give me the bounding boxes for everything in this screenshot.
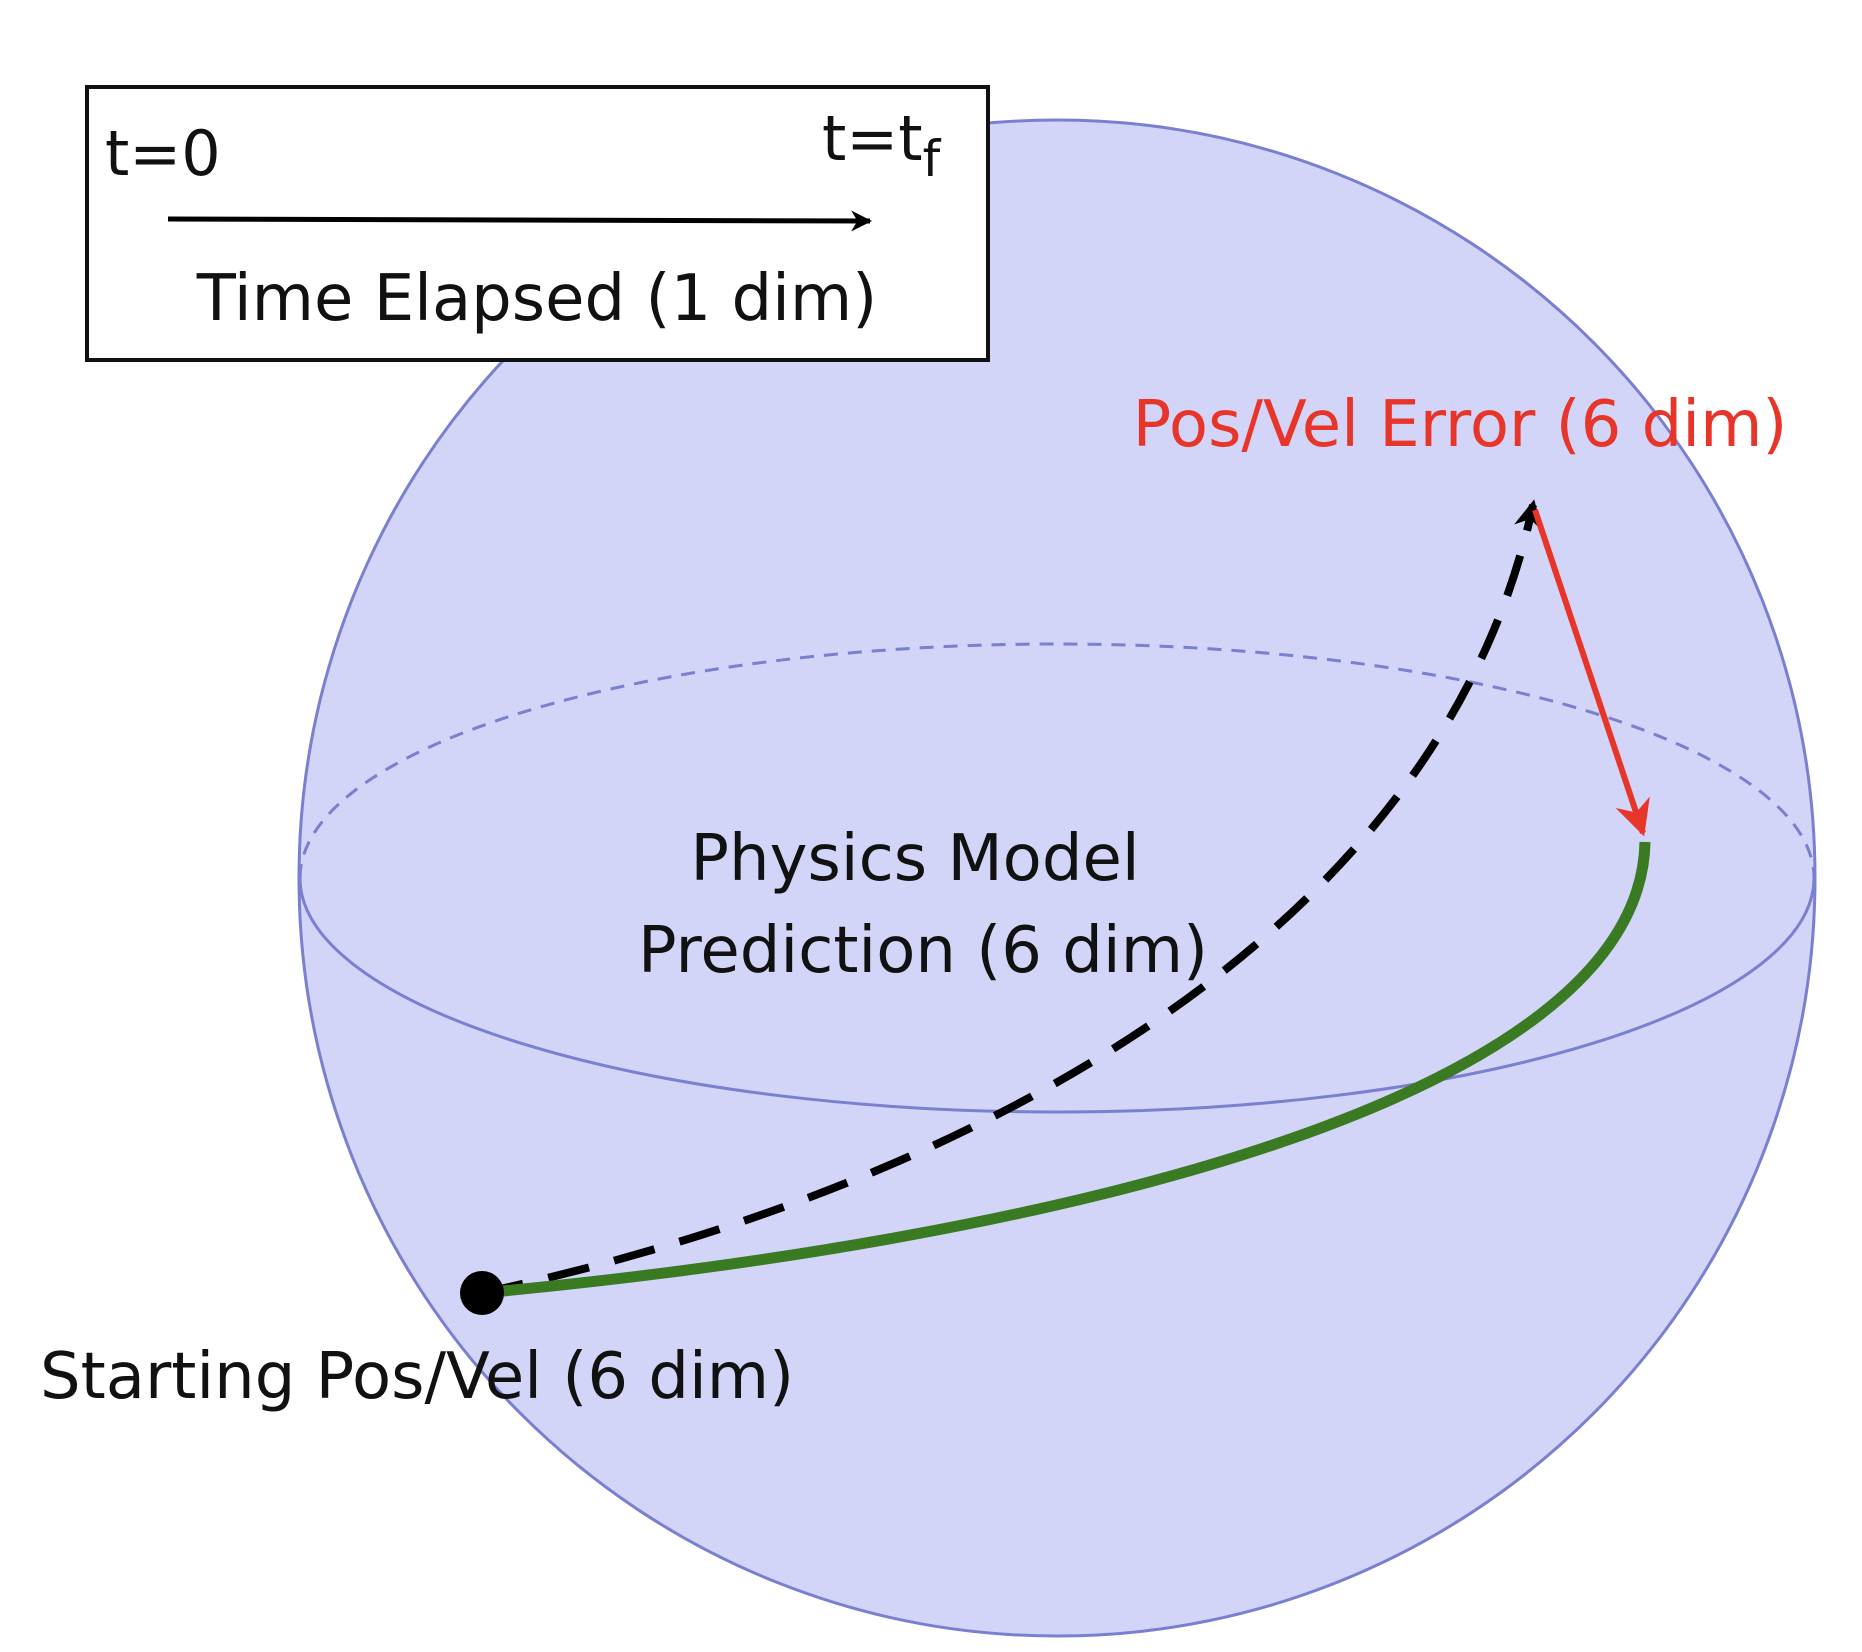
time-start-label: t=0 [105,117,221,190]
error-arrow [1532,509,1650,837]
time-elapsed-caption: Time Elapsed (1 dim) [196,262,877,336]
time-end-main: t=t [822,102,923,175]
equator-back [298,642,1816,879]
prediction-path [481,499,1543,1297]
actual-trajectory-path [481,841,1651,1299]
equator-front [298,877,1816,1114]
start-label: Starting Pos/Vel (6 dim) [40,1340,794,1414]
time-box-frame [85,85,990,362]
starting-point-dot [460,1271,504,1315]
time-elapsed-box: t=0 t=tf Time Elapsed (1 dim) [85,85,990,362]
state-space-sphere [297,118,1817,1638]
prediction-label-line2: Prediction (6 dim) [638,914,1208,988]
prediction-label-line1: Physics Model [690,822,1139,896]
time-end-subscript: f [923,130,942,188]
error-label: Pos/Vel Error (6 dim) [1133,388,1788,462]
time-arrow [167,210,873,232]
time-end-label: t=tf [822,102,942,188]
